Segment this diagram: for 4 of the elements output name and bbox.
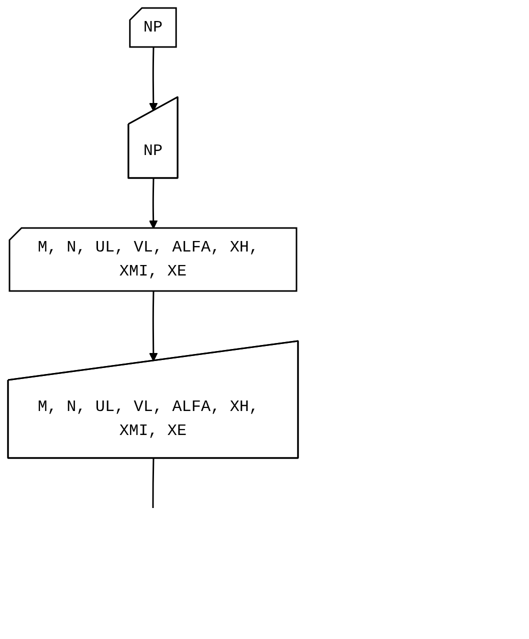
connector: [152, 458, 154, 508]
arrow: [148, 178, 158, 229]
arrow: [149, 291, 158, 362]
arrow: [149, 47, 158, 112]
